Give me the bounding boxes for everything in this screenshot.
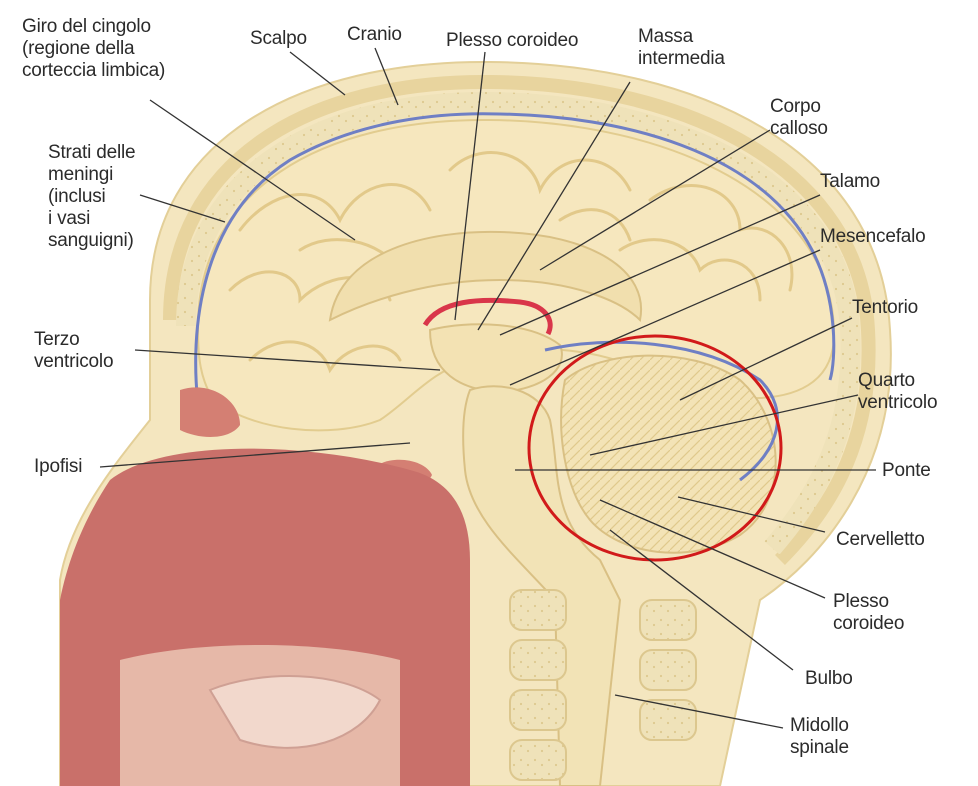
label-terzo-ventricolo: Terzo ventricolo: [34, 329, 113, 373]
label-massa-intermedia-line1: Massa: [638, 26, 725, 48]
label-plesso-coroideo-bottom-line1: Plesso: [833, 591, 904, 613]
label-giro-cingolo-line2: (regione della: [22, 38, 165, 60]
label-tentorio: Tentorio: [852, 297, 918, 319]
label-strati-meningi-line1: Strati delle: [48, 142, 135, 164]
label-massa-intermedia-line2: intermedia: [638, 48, 725, 70]
label-giro-cingolo-line1: Giro del cingolo: [22, 16, 165, 38]
label-giro-cingolo: Giro del cingolo (regione della cortecci…: [22, 16, 165, 82]
label-quarto-ventricolo-line1: Quarto: [858, 370, 937, 392]
label-strati-meningi: Strati delle meningi (inclusi i vasi san…: [48, 142, 135, 252]
label-cranio: Cranio: [347, 24, 402, 46]
label-ipofisi: Ipofisi: [34, 456, 82, 478]
label-plesso-coroideo-bottom: Plesso coroideo: [833, 591, 904, 635]
label-strati-meningi-line3: (inclusi: [48, 186, 135, 208]
label-massa-intermedia: Massa intermedia: [638, 26, 725, 70]
label-midollo-spinale-line2: spinale: [790, 737, 849, 759]
label-mesencefalo: Mesencefalo: [820, 226, 926, 248]
label-strati-meningi-line2: meningi: [48, 164, 135, 186]
label-plesso-coroideo-top: Plesso coroideo: [446, 30, 578, 52]
label-quarto-ventricolo: Quarto ventricolo: [858, 370, 937, 414]
label-corpo-calloso-line2: calloso: [770, 118, 828, 140]
label-bulbo: Bulbo: [805, 668, 853, 690]
label-strati-meningi-line5: sanguigni): [48, 230, 135, 252]
label-midollo-spinale: Midollo spinale: [790, 715, 849, 759]
label-corpo-calloso-line1: Corpo: [770, 96, 828, 118]
label-terzo-ventricolo-line2: ventricolo: [34, 351, 113, 373]
label-talamo: Talamo: [820, 171, 880, 193]
label-plesso-coroideo-bottom-line2: coroideo: [833, 613, 904, 635]
label-corpo-calloso: Corpo calloso: [770, 96, 828, 140]
label-giro-cingolo-line3: corteccia limbica): [22, 60, 165, 82]
label-quarto-ventricolo-line2: ventricolo: [858, 392, 937, 414]
label-ponte: Ponte: [882, 460, 931, 482]
label-strati-meningi-line4: i vasi: [48, 208, 135, 230]
label-cervelletto: Cervelletto: [836, 529, 925, 551]
label-midollo-spinale-line1: Midollo: [790, 715, 849, 737]
label-terzo-ventricolo-line1: Terzo: [34, 329, 113, 351]
label-scalpo: Scalpo: [250, 28, 307, 50]
